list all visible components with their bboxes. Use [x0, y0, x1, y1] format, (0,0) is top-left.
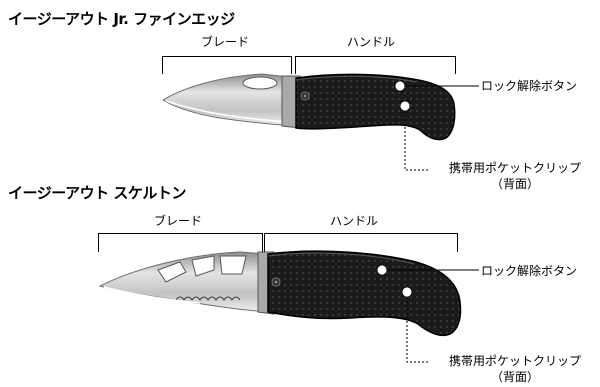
- knife2-handle: [267, 250, 462, 336]
- knife2-cutout-3: [219, 255, 247, 275]
- section2-blade-label: ブレード: [154, 214, 203, 228]
- knife1: [162, 73, 456, 141]
- knife1-handle: [295, 73, 456, 141]
- section2-clip-label-group: 携帯用ポケットクリップ （背面）: [430, 353, 600, 385]
- knife2-cutout-2: [191, 255, 215, 277]
- section2-clip-leader: [406, 297, 430, 363]
- section1-clip-label-group: 携帯用ポケットクリップ （背面）: [430, 160, 600, 192]
- section1-handle-label: ハンドル: [347, 35, 396, 49]
- section2-lock-label: ロック解除ボタン: [481, 264, 578, 278]
- knife1-lock-button: [394, 80, 406, 92]
- section2-handle-bracket: [264, 233, 458, 252]
- section1-clip-label: 携帯用ポケットクリップ: [448, 161, 581, 175]
- knife2-lock-button: [376, 264, 388, 276]
- section2-handle-label: ハンドル: [330, 214, 379, 228]
- section1-lock-label: ロック解除ボタン: [481, 79, 578, 93]
- section1-clip-sublabel: （背面）: [490, 177, 539, 191]
- section2-clip-label: 携帯用ポケットクリップ: [448, 354, 581, 368]
- knife2-clip-marker: [401, 286, 413, 298]
- section2-blade-bracket: [98, 233, 263, 252]
- section2-clip-sublabel: （背面）: [490, 370, 539, 384]
- section2-title: イージーアウト スケルトン: [8, 184, 186, 202]
- section1-handle-bracket: [295, 56, 456, 74]
- knife2-serrations: [175, 296, 241, 301]
- section1-title: イージーアウト Jr. ファインエッジ: [8, 10, 235, 28]
- knife2-cutout-1: [157, 261, 187, 283]
- section1-blade-bracket: [162, 56, 292, 74]
- knife1-thumb-hole: [242, 76, 278, 90]
- knife2: [98, 250, 462, 336]
- section1-blade-label: ブレード: [201, 35, 250, 49]
- knife1-clip-marker: [399, 100, 411, 112]
